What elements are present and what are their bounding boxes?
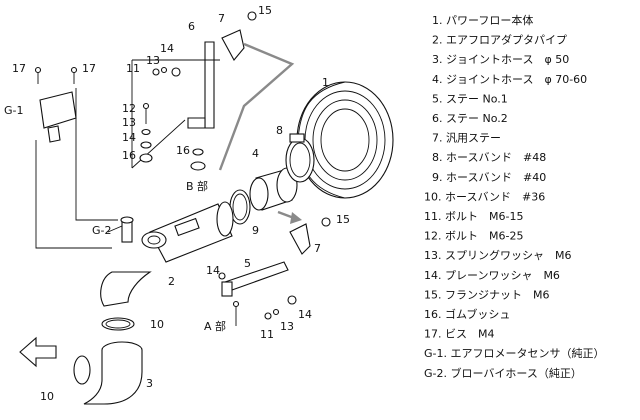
legend-item: G-1. エアフロメータセンサ（純正） — [424, 347, 604, 360]
legend-item: 12. ボルト M6-25 — [424, 230, 523, 243]
legend-item: 7. 汎用ステー — [432, 131, 501, 145]
legend-item: 10. ホースバンド #36 — [424, 190, 545, 203]
callout-g2: G-2 — [92, 224, 112, 237]
legend-item: 17. ビス M4 — [424, 328, 494, 341]
callout-11-lower: 11 — [260, 328, 274, 341]
callout-14-c: 14 — [206, 264, 220, 277]
general-stay-lower-drawing — [289, 223, 311, 255]
callout-15-b: 15 — [336, 213, 350, 226]
callout-14-a: 14 — [160, 42, 174, 55]
air-flow-sensor-drawing — [39, 91, 77, 143]
legend-item: 2. エアフロアダプタパイプ — [432, 33, 567, 47]
callout-6: 6 — [188, 20, 195, 33]
legend-item: 16. ゴムブッシュ — [424, 307, 510, 321]
callout-5: 5 — [244, 257, 251, 270]
parts-legend: 1. パワーフロー本体 2. エアフロアダプタパイプ 3. ジョイントホース φ 5… — [424, 13, 604, 380]
legend-item: 8. ホースバンド #48 — [432, 151, 546, 164]
legend-item: G-2. ブローバイホース（純正） — [424, 366, 582, 380]
assembly-guide-lines — [218, 42, 302, 224]
legend-item: 5. ステー No.1 — [432, 92, 508, 105]
legend-item: 3. ジョイントホース φ 50 — [432, 53, 569, 66]
callout-8: 8 — [276, 124, 283, 137]
callout-10-upper: 10 — [150, 318, 164, 331]
callout-14-b: 14 — [122, 131, 136, 144]
callout-12: 12 — [122, 102, 136, 115]
adapter-pipe-drawing — [100, 201, 234, 307]
legend-item: 11. ボルト M6-15 — [424, 210, 523, 223]
leader-lines — [35, 88, 123, 249]
stay-no2-drawing — [131, 41, 220, 169]
callout-10-lower: 10 — [40, 390, 54, 403]
hose-band-48-drawing — [285, 133, 315, 183]
joint-hose-50-drawing — [83, 341, 143, 405]
legend-item: 15. フランジナット M6 — [424, 288, 549, 301]
legend-item: 4. ジョイントホース φ 70-60 — [432, 73, 587, 86]
callout-4: 4 — [252, 147, 259, 160]
view-label-b: B 部 — [186, 179, 208, 193]
callout-7-lower: 7 — [314, 242, 321, 255]
general-stay-upper-drawing — [221, 29, 245, 61]
legend-item: 1. パワーフロー本体 — [432, 13, 533, 27]
callout-11-upper: 11 — [126, 62, 140, 75]
callout-13-a: 13 — [146, 54, 160, 67]
legend-item: 14. プレーンワッシャ M6 — [424, 269, 560, 282]
callout-16-b: 16 — [176, 144, 190, 157]
legend-item: 9. ホースバンド #40 — [432, 171, 546, 184]
legend-item: 6. ステー No.2 — [432, 112, 508, 125]
screw-17-drawings — [34, 66, 78, 84]
callout-17-b: 17 — [82, 62, 96, 75]
small-hardware-drawings — [139, 11, 331, 326]
air-flow-arrow — [19, 336, 57, 368]
callout-14-d: 14 — [298, 308, 312, 321]
callout-13-c: 13 — [280, 320, 294, 333]
callout-1: 1 — [322, 76, 329, 89]
callout-labels: 1 2 3 4 5 6 7 7 8 9 10 10 11 11 12 13 13… — [4, 4, 350, 403]
callout-17-a: 17 — [12, 62, 26, 75]
callout-15-a: 15 — [258, 4, 272, 17]
hose-band-36-lower-drawing — [73, 355, 91, 385]
callout-3: 3 — [146, 377, 153, 390]
callout-2: 2 — [168, 275, 175, 288]
callout-16-a: 16 — [122, 149, 136, 162]
callout-13-b: 13 — [122, 116, 136, 129]
callout-7-upper: 7 — [218, 12, 225, 25]
hose-band-36-upper-drawing — [101, 317, 135, 331]
air-filter-drawing — [296, 81, 394, 199]
view-label-a: A 部 — [204, 319, 226, 333]
callout-9: 9 — [252, 224, 259, 237]
callout-g1: G-1 — [4, 104, 24, 117]
legend-item: 13. スプリングワッシャ M6 — [424, 248, 571, 262]
stay-no1-drawing — [221, 261, 289, 297]
